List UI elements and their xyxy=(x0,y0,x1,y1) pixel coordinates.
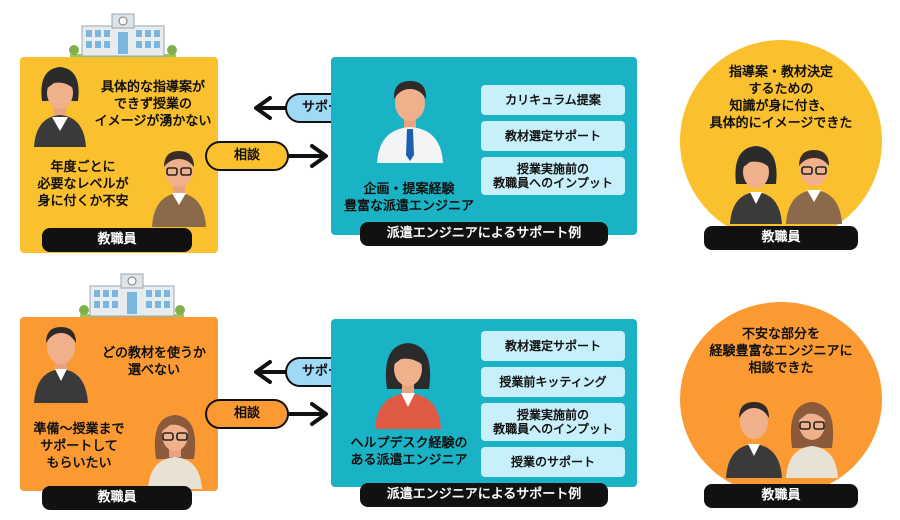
result-text: 指導案・教材決定 するための 知識が身に付き、 具体的にイメージできた xyxy=(709,65,853,131)
problem-text-bottom: 年度ごとに 必要なレベルが 身に付くか不安 xyxy=(37,160,129,209)
service-item: 授業前キッティング xyxy=(481,367,625,397)
service-item: カリキュラム提案 xyxy=(481,85,625,115)
service-item: 授業実施前の 教職員へのインプット xyxy=(481,157,625,195)
school-building-icon xyxy=(78,272,186,320)
service-item: 授業実施前の 教職員へのインプット xyxy=(481,403,625,441)
engineer-support-panel: 企画・提案経験 豊富な派遣エンジニア カリキュラム提案 教材選定サポート 授業実… xyxy=(331,57,637,235)
engineer-description: 企画・提案経験 豊富な派遣エンジニア xyxy=(343,182,474,214)
engineer-support-panel: ヘルプデスク経験の ある派遣エンジニア 教材選定サポート 授業前キッティング 授… xyxy=(331,319,637,487)
teacher-man-avatar xyxy=(30,319,92,403)
problem-text-top: どの教材を使うか 選べない xyxy=(101,346,206,378)
consult-label: 相談 xyxy=(233,406,260,421)
school-building-icon xyxy=(68,10,178,60)
teacher-woman-glasses-avatar xyxy=(142,403,208,489)
consult-label: 相談 xyxy=(233,148,260,163)
engineer-description: ヘルプデスク経験の ある派遣エンジニア xyxy=(350,436,468,468)
teacher-label: 教職員 xyxy=(42,228,192,252)
teacher-label: 教職員 xyxy=(42,486,192,510)
teacher-problem-panel: 具体的な指導案が できず授業の イメージが湧かない 年度ごとに 必要なレベルが … xyxy=(20,57,218,253)
engineer-support-label: 派遣エンジニアによるサポート例 xyxy=(360,483,608,507)
teacher-woman-avatar xyxy=(30,61,90,147)
service-item: 授業のサポート xyxy=(481,447,625,477)
service-item: 教材選定サポート xyxy=(481,121,625,151)
problem-text-bottom: 準備～授業まで サポートして もらいたい xyxy=(33,422,125,471)
consult-arrow xyxy=(204,140,330,172)
result-circle xyxy=(680,40,882,242)
engineer-woman-avatar xyxy=(371,333,445,429)
satisfied-teachers-avatar xyxy=(718,388,848,478)
result-circle xyxy=(680,302,882,496)
teacher-problem-panel: どの教材を使うか 選べない 準備～授業まで サポートして もらいたい xyxy=(20,317,218,491)
problem-text-top: 具体的な指導案が できず授業の イメージが湧かない xyxy=(94,80,212,129)
teacher-label: 教職員 xyxy=(704,226,858,250)
engineer-support-label: 派遣エンジニアによるサポート例 xyxy=(360,222,608,246)
teacher-label: 教職員 xyxy=(704,484,858,508)
result-text: 不安な部分を 経験豊富なエンジニアに 相談できた xyxy=(709,327,853,376)
teacher-man-glasses-avatar xyxy=(148,143,210,227)
engineer-man-avatar xyxy=(373,71,447,163)
satisfied-teachers-avatar xyxy=(722,134,848,224)
service-item: 教材選定サポート xyxy=(481,331,625,361)
consult-arrow xyxy=(204,398,330,430)
